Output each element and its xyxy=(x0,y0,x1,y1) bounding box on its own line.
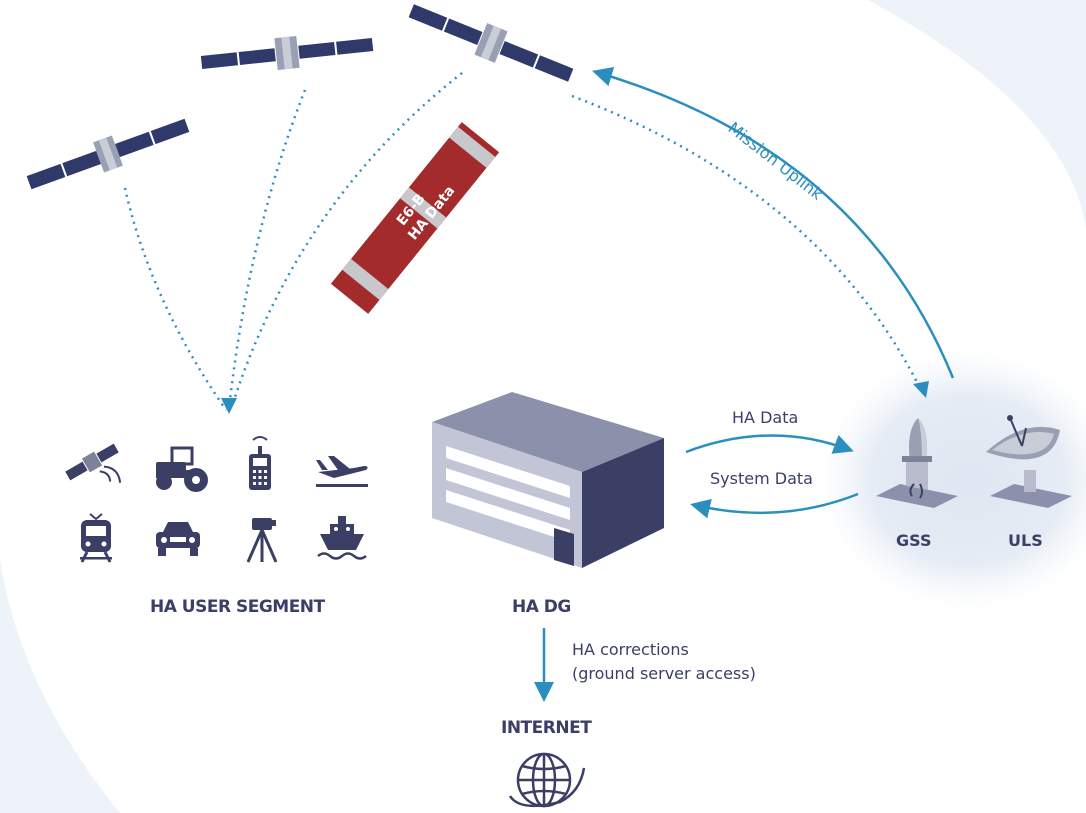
corrections-label-line2: (ground server access) xyxy=(572,664,756,683)
signal-arrowhead-gss xyxy=(913,381,929,398)
ship-icon xyxy=(317,516,367,560)
ha-data-label: HA Data xyxy=(732,408,798,427)
system-data-label: System Data xyxy=(710,469,813,488)
background-arc xyxy=(868,0,1086,230)
system-data-arrow xyxy=(690,492,859,519)
gss-label: GSS xyxy=(896,531,931,550)
train-icon xyxy=(80,513,112,563)
surveying-tripod-icon xyxy=(246,518,278,563)
satellite-middle xyxy=(200,35,374,71)
user-segment-icons xyxy=(65,436,368,563)
airplane-icon xyxy=(316,456,368,487)
signal-dotted-left xyxy=(123,187,228,411)
signal-dotted-to-gss xyxy=(571,94,922,389)
ground-station-halo xyxy=(818,350,1086,610)
signal-dotted-middle xyxy=(228,89,307,401)
satellite-right xyxy=(408,4,574,82)
ha-user-segment-label: HA USER SEGMENT xyxy=(150,597,326,617)
mission-uplink-arrow xyxy=(592,66,955,379)
e6b-banner: E6-B HA Data xyxy=(330,122,500,314)
background-arc-left xyxy=(0,560,120,813)
mission-uplink-label: Mission Uplink xyxy=(725,118,828,204)
satellite-icon xyxy=(65,443,122,483)
tractor-icon xyxy=(156,446,208,492)
satellite-left xyxy=(26,118,190,190)
car-icon xyxy=(156,522,200,556)
corrections-label-line1: HA corrections xyxy=(572,640,689,659)
uls-dish-icon xyxy=(986,415,1072,508)
ha-dg-label: HA DG xyxy=(512,597,571,617)
ha-dg-building xyxy=(432,392,664,568)
signal-arrowhead xyxy=(221,398,237,414)
globe-icon xyxy=(508,752,586,808)
handheld-receiver-icon xyxy=(249,436,271,490)
uls-label: ULS xyxy=(1008,531,1043,550)
gss-antenna-icon xyxy=(876,418,958,508)
internet-label: INTERNET xyxy=(501,718,592,738)
ha-data-arrow xyxy=(685,434,854,454)
